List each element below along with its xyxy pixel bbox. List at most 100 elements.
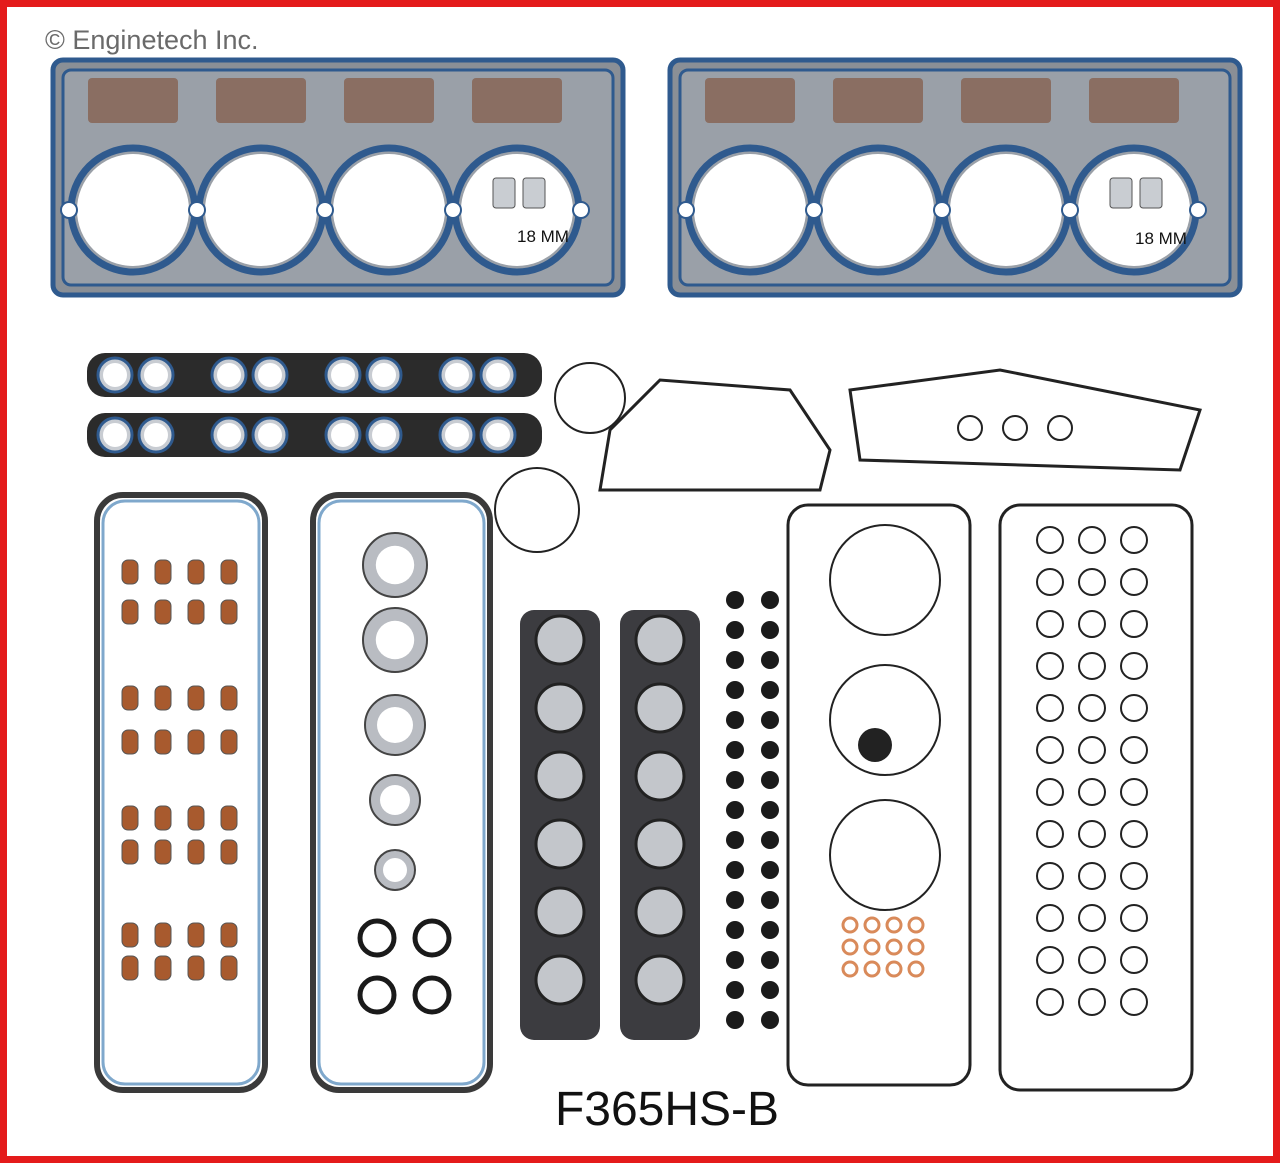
copper-washer [841,960,859,978]
valve-stem-seal [220,805,238,831]
valve-stem-seal [187,685,205,711]
injector-seal [726,621,744,639]
valve-stem-seal [220,729,238,755]
valve-stem-seal [187,922,205,948]
o-ring [1078,904,1106,932]
valve-stem-seal [154,729,172,755]
cylinder-bore [333,154,445,266]
injector-seal [761,981,779,999]
exhaust-port [534,818,586,870]
oil-cooler-gasket [598,378,832,492]
valve-cover-inner [317,499,486,1086]
cylinder-bore [461,154,573,266]
intake-port-hole [217,423,241,447]
exhaust-port [634,682,686,734]
bolt-hole [805,201,823,219]
round-gasket [494,467,580,553]
injector-seal [761,651,779,669]
exhaust-port [534,682,586,734]
intake-port-hole [445,423,469,447]
o-ring [1078,736,1106,764]
valve-stem-seal [220,839,238,865]
small-o-ring [1002,415,1028,441]
exhaust-manifold-gasket-right [620,610,700,1040]
intake-port-hole [486,363,510,387]
dowel-pin [492,177,516,209]
injector-seal [761,891,779,909]
copper-washer [907,916,925,934]
copper-washer [841,938,859,956]
valve-cover-inner [101,499,261,1086]
injector-seal [761,951,779,969]
bolt-hole [933,201,951,219]
valve-stem-seal [121,955,139,981]
valve-stem-seal [121,805,139,831]
exhaust-port [534,750,586,802]
large-ring-gasket [829,799,941,911]
injector-seal [726,1011,744,1029]
cylinder-bore [205,154,317,266]
copper-washer [841,916,859,934]
o-ring [1078,568,1106,596]
injector-seal [726,711,744,729]
valve-stem-seal [220,599,238,625]
o-ring [1036,946,1064,974]
valve-stem-seal [187,599,205,625]
copper-washer [863,916,881,934]
intake-port-hole [103,423,127,447]
injector-seal [726,921,744,939]
valve-stem-seal [154,922,172,948]
injector-seal [726,771,744,789]
head-gasket-tab [88,78,178,123]
o-ring [1078,526,1106,554]
valve-stem-seal [154,805,172,831]
intake-port-hole [258,423,282,447]
injector-seal [726,831,744,849]
large-ring-gasket [829,664,941,776]
exhaust-port [634,954,686,1006]
injector-seal [761,591,779,609]
o-ring [1036,778,1064,806]
head-gasket-right [667,57,1243,298]
valve-stem-seal [121,839,139,865]
valve-stem-seal [187,839,205,865]
copper-washer [885,960,903,978]
exhaust-gasket-hole [377,707,413,743]
copper-washer [907,938,925,956]
valve-stem-seal [187,729,205,755]
head-gasket-tab [472,78,562,123]
intake-gasket-body [87,413,542,457]
injector-seal [761,771,779,789]
part-number: F365HS-B [554,1083,780,1136]
injector-seal [761,921,779,939]
head-gasket-tab [705,78,795,123]
dowel-pin [522,177,546,209]
intake-port-hole [372,423,396,447]
exhaust-port [634,886,686,938]
valve-stem-seal [154,839,172,865]
copper-washer [885,938,903,956]
exhaust-manifold-gasket-left [520,610,600,1040]
o-ring [412,975,452,1015]
valve-cover-outline [94,492,268,1093]
misc-gaskets-group [357,362,1202,1092]
exhaust-port [634,818,686,870]
o-ring [1078,820,1106,848]
intake-port-hole [144,423,168,447]
valve-cover-gaskets-group [94,492,493,1093]
o-ring [1036,610,1064,638]
crank-seal [858,728,892,762]
injector-seal [726,951,744,969]
front-cover-gasket [848,368,1202,472]
o-ring [1120,694,1148,722]
valve-stem-seal [220,685,238,711]
crankcase-gasket-left [786,503,972,1087]
exhaust-port [534,614,586,666]
head-gasket-tab [961,78,1051,123]
o-ring [1036,694,1064,722]
intake-port-hole [486,423,510,447]
injector-seal [726,591,744,609]
injector-seal [761,831,779,849]
small-o-ring [957,415,983,441]
